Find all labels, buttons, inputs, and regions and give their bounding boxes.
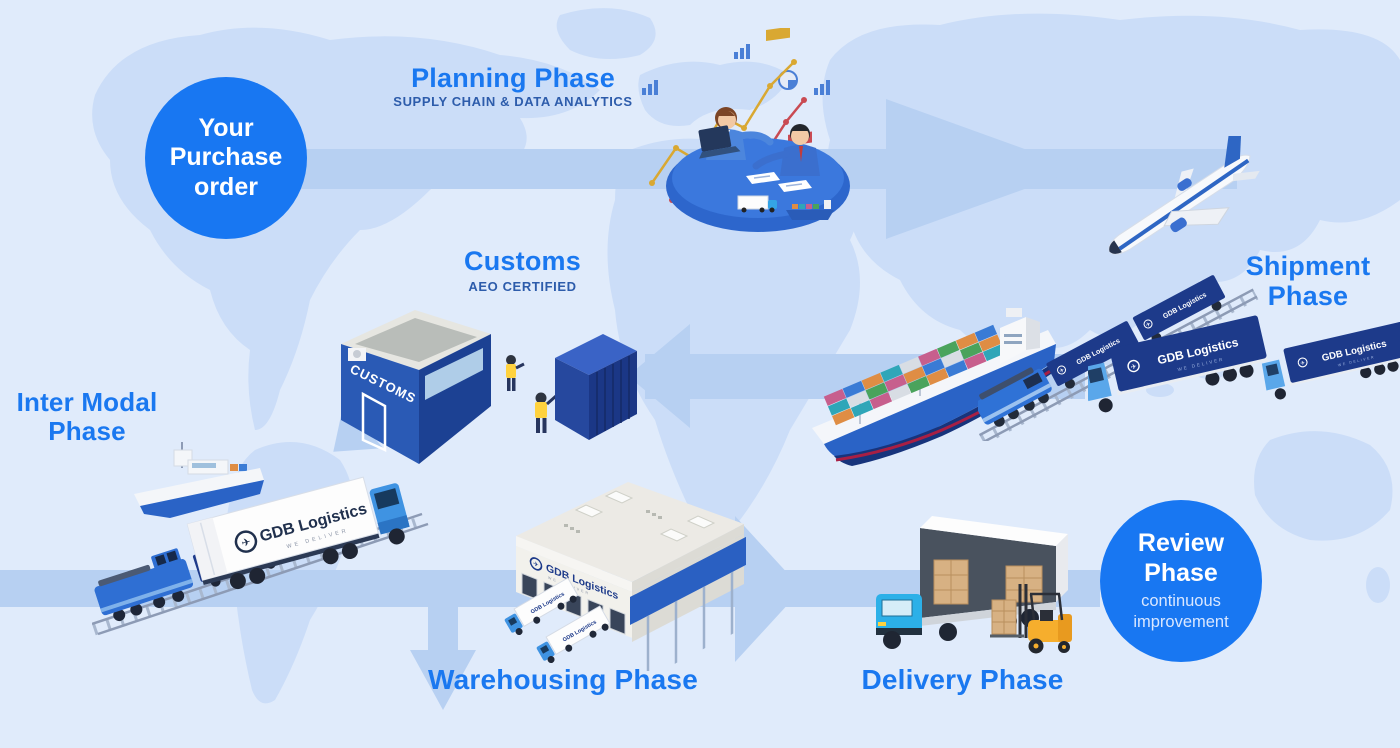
review-phase-line2: Phase <box>1144 558 1218 587</box>
shipping-container <box>555 334 637 440</box>
loading-canopy <box>630 536 746 626</box>
inter-modal-phase-label: Inter Modal Phase <box>2 388 172 445</box>
cargo-airplane-illustration <box>1108 136 1260 255</box>
shipment-phase-line1: Shipment <box>1245 251 1371 281</box>
truck-floor <box>920 602 1056 626</box>
pie-chart-icon <box>778 70 798 90</box>
warehouse-side-face <box>630 533 746 671</box>
feeder-ship <box>134 442 264 518</box>
forklift-seat <box>1040 610 1053 621</box>
gdb-plane-icon: ✈ <box>1300 359 1306 367</box>
purchase-order-node: Your Purchase order <box>145 77 307 239</box>
airplane-tail-fin <box>1224 136 1242 168</box>
train-locomotive <box>978 367 1052 427</box>
canopy-poles <box>646 571 734 671</box>
warehouse-roof-edge <box>516 536 632 592</box>
container-truck: ✈ GDB Logistics WE DELIVER <box>1088 315 1268 413</box>
ship-superstructure <box>1000 308 1040 364</box>
container-truck: ✈ GDB Logistics WE DELIVER <box>1261 321 1400 400</box>
booth-door <box>361 391 387 452</box>
miniature-ship <box>786 200 834 220</box>
miniature-truck <box>737 195 777 213</box>
ship-hull-white-band <box>812 330 1056 444</box>
planning-phase-title: Planning Phase <box>411 63 615 93</box>
branded-truck: ✈ GDB Logistics WE DELIVER <box>186 476 410 590</box>
customs-checkpoint-illustration: CUSTOMS <box>341 310 637 464</box>
bar-chart-icon <box>734 44 750 59</box>
documents <box>746 172 812 192</box>
cargo-boxes <box>933 559 1043 605</box>
bar-chart-icon <box>814 80 830 95</box>
airplane-tailplane <box>1233 170 1260 182</box>
review-phase-node: Review Phase continuous improvement <box>1100 500 1262 662</box>
airplane-stripe <box>1118 158 1250 251</box>
truck-cab <box>369 483 410 545</box>
ship-hull-blue <box>824 344 1056 462</box>
map-new-zealand <box>1366 567 1390 603</box>
truck-cab <box>1261 359 1286 391</box>
customs-booth: CUSTOMS <box>341 310 491 464</box>
inter-modal-line2: Phase <box>48 415 126 446</box>
review-phase-subline1: continuous <box>1141 592 1221 611</box>
bar-chart-icon <box>642 80 658 95</box>
container-ship-illustration <box>812 308 1056 466</box>
airplane-fuselage <box>1108 154 1251 255</box>
ship-container-stacks <box>823 324 1006 426</box>
delivery-phase-label: Delivery Phase <box>861 664 1064 695</box>
planning-phase-subtitle: SUPPLY CHAIN & DATA ANALYTICS <box>393 93 633 109</box>
gdb-plane-icon: ✈ <box>533 561 539 570</box>
customs-officer <box>535 392 557 433</box>
gdb-plane-icon: ✈ <box>1130 363 1137 371</box>
customs-label: Customs AEO CERTIFIED <box>420 246 625 294</box>
roof-skylights <box>574 490 716 542</box>
map-australia <box>1254 431 1393 541</box>
warehouse-roof-edge <box>632 524 744 592</box>
gdb-plane-icon: ✈ <box>1058 367 1066 376</box>
planning-phase-label: Planning Phase SUPPLY CHAIN & DATA ANALY… <box>368 63 658 109</box>
warehouse-illustration: ✈ GDB Logistics WE DELIVER GDB Logistics <box>504 482 746 671</box>
chart-flag-icon <box>766 28 790 42</box>
airplane-engine <box>1170 217 1187 233</box>
purchase-order-line1: Your <box>198 113 254 142</box>
airplane-nose <box>1109 240 1122 254</box>
review-phase-subline2: improvement <box>1133 613 1229 631</box>
airplane-engine <box>1177 178 1192 191</box>
shipment-phase-label: Shipment Phase <box>1233 251 1383 311</box>
map-africa <box>607 138 860 533</box>
roof-vents <box>564 510 662 533</box>
review-phase-line1: Review <box>1137 529 1225 558</box>
gdb-plane-icon: ✈ <box>240 536 252 550</box>
truck-box-top <box>920 516 1068 546</box>
planning-illustration <box>642 28 850 232</box>
purchase-order-line2: Purchase <box>169 143 283 172</box>
forklift <box>990 584 1072 654</box>
truck-box-end <box>1056 534 1068 602</box>
gdb-plane-icon: ✈ <box>1145 321 1153 330</box>
customs-title: Customs <box>464 246 581 276</box>
truck-cab <box>876 594 922 635</box>
shipment-trucks-illustration: ✈ GDB Logistics WE DELIVER ✈ GDB Logisti… <box>1088 315 1400 413</box>
customs-officer <box>506 355 525 391</box>
dock-truck: GDB Logistics <box>536 605 611 664</box>
intermodal-illustration: ✈ GDB Logistics ✈ GDB Logistics ✈ GDB Lo… <box>92 442 429 636</box>
train-locomotive <box>94 548 194 622</box>
warehousing-phase-label: Warehousing Phase <box>428 664 698 695</box>
planner-figure <box>752 124 820 176</box>
delivery-illustration <box>876 516 1072 654</box>
inter-modal-line1: Inter Modal <box>16 387 158 417</box>
purchase-order-line3: order <box>194 172 258 201</box>
warehouse-roof <box>516 482 744 582</box>
laptop <box>698 125 741 159</box>
customs-subtitle: AEO CERTIFIED <box>468 278 577 294</box>
shipment-phase-line2: Phase <box>1267 280 1349 311</box>
map-greenland <box>556 8 656 60</box>
forklift-pallet-boxes <box>991 599 1017 635</box>
map-europe <box>638 61 790 126</box>
